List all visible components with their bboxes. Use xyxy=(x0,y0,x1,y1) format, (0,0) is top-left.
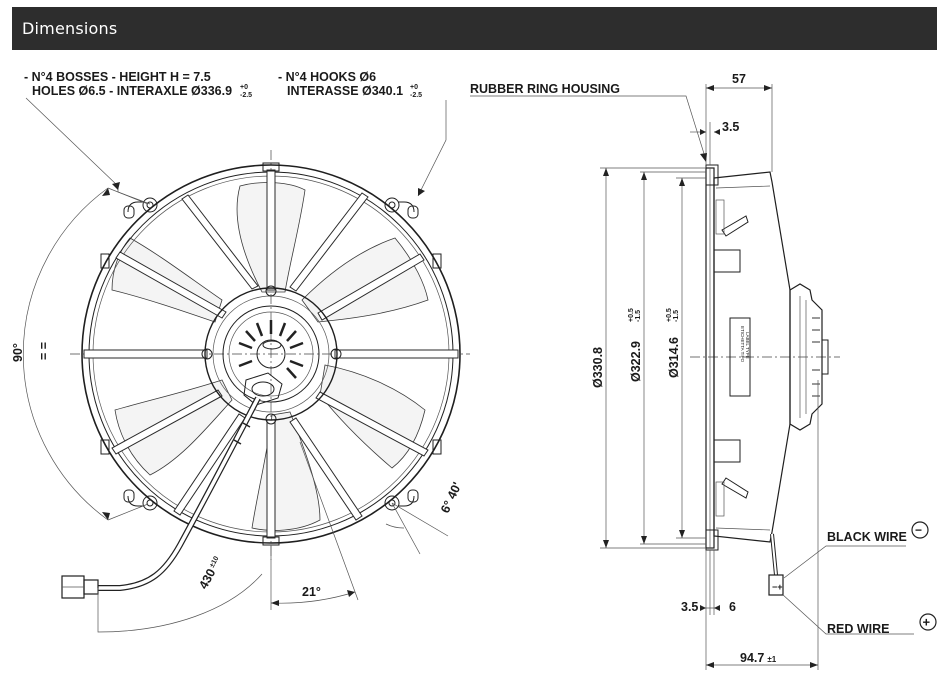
minus-icon: − xyxy=(911,521,929,539)
plus-icon: + xyxy=(919,613,937,631)
motor-label-plate xyxy=(729,317,751,397)
power-cable xyxy=(61,396,261,599)
dia-314-6-tol-bottom: -1.5 xyxy=(673,310,680,322)
minus-symbol: − xyxy=(915,523,922,537)
angle-90-label: 90° xyxy=(11,343,25,362)
mounting-bosses xyxy=(100,162,442,546)
hooks-line-2: INTERASSE Ø340.1 xyxy=(287,84,403,98)
bosses-tol-bottom: -2.5 xyxy=(240,92,252,99)
depth-label: 94.7±1 xyxy=(740,651,777,665)
motor-label-line-2: LABEL TYPE xyxy=(745,332,750,359)
angle-21-label: 21° xyxy=(302,585,321,599)
motor-hub xyxy=(201,285,342,425)
rubber-ring-label: RUBBER RING HOUSING xyxy=(470,82,620,96)
top-3-5-label: 3.5 xyxy=(722,120,739,134)
hooks-line-1: - N°4 HOOKS Ø6 xyxy=(278,70,376,84)
bosses-line-1: - N°4 BOSSES - HEIGHT H = 7.5 xyxy=(24,70,211,84)
hooks-tol-top: +0 xyxy=(410,84,418,91)
bottom-6-label: 6 xyxy=(729,600,736,614)
side-view: ETICHETTA TIPO LABEL TYPE −+ 57 xyxy=(470,72,914,670)
dia-322-9-tol-bottom: -1.5 xyxy=(635,310,642,322)
bosses-note: - N°4 BOSSES - HEIGHT H = 7.5 HOLES Ø6.5… xyxy=(24,70,252,99)
bottom-3-5-label: 3.5 xyxy=(681,600,698,614)
angle-6-40-label: 6° 40' xyxy=(438,480,464,515)
outer-ring xyxy=(81,164,461,544)
front-view: 90° = = 6° 40' 21° 430±10 xyxy=(11,97,470,633)
width-57-label: 57 xyxy=(732,72,746,86)
dia-322-9-tol-top: +0.5 xyxy=(628,308,635,322)
red-wire-label: RED WIRE xyxy=(827,622,890,636)
angle-90-equal-mark: = = xyxy=(37,342,51,360)
hooks-tol-bottom: -2.5 xyxy=(410,92,422,99)
cable-length-label: 430±10 xyxy=(196,554,225,591)
black-wire-label: BLACK WIRE xyxy=(827,530,907,544)
connector-marks: −+ xyxy=(772,582,783,592)
motor-label-line-1: ETICHETTA TIPO xyxy=(740,326,745,363)
wire-connector xyxy=(768,574,784,596)
hooks-note: - N°4 HOOKS Ø6 INTERASSE Ø340.1 +0 -2.5 xyxy=(278,70,422,99)
bosses-tol-top: +0 xyxy=(240,84,248,91)
support-struts xyxy=(83,169,459,539)
dia-314-6-label: Ø314.6 xyxy=(667,337,681,378)
section-title: Dimensions xyxy=(22,19,118,38)
plus-symbol: + xyxy=(923,615,931,630)
bosses-line-2: HOLES Ø6.5 - INTERAXLE Ø336.9 xyxy=(32,84,232,98)
dia-314-6-tol-top: +0.5 xyxy=(666,308,673,322)
dia-330-8-label: Ø330.8 xyxy=(591,347,605,388)
dia-322-9-label: Ø322.9 xyxy=(629,341,643,382)
section-header: Dimensions xyxy=(12,7,937,50)
